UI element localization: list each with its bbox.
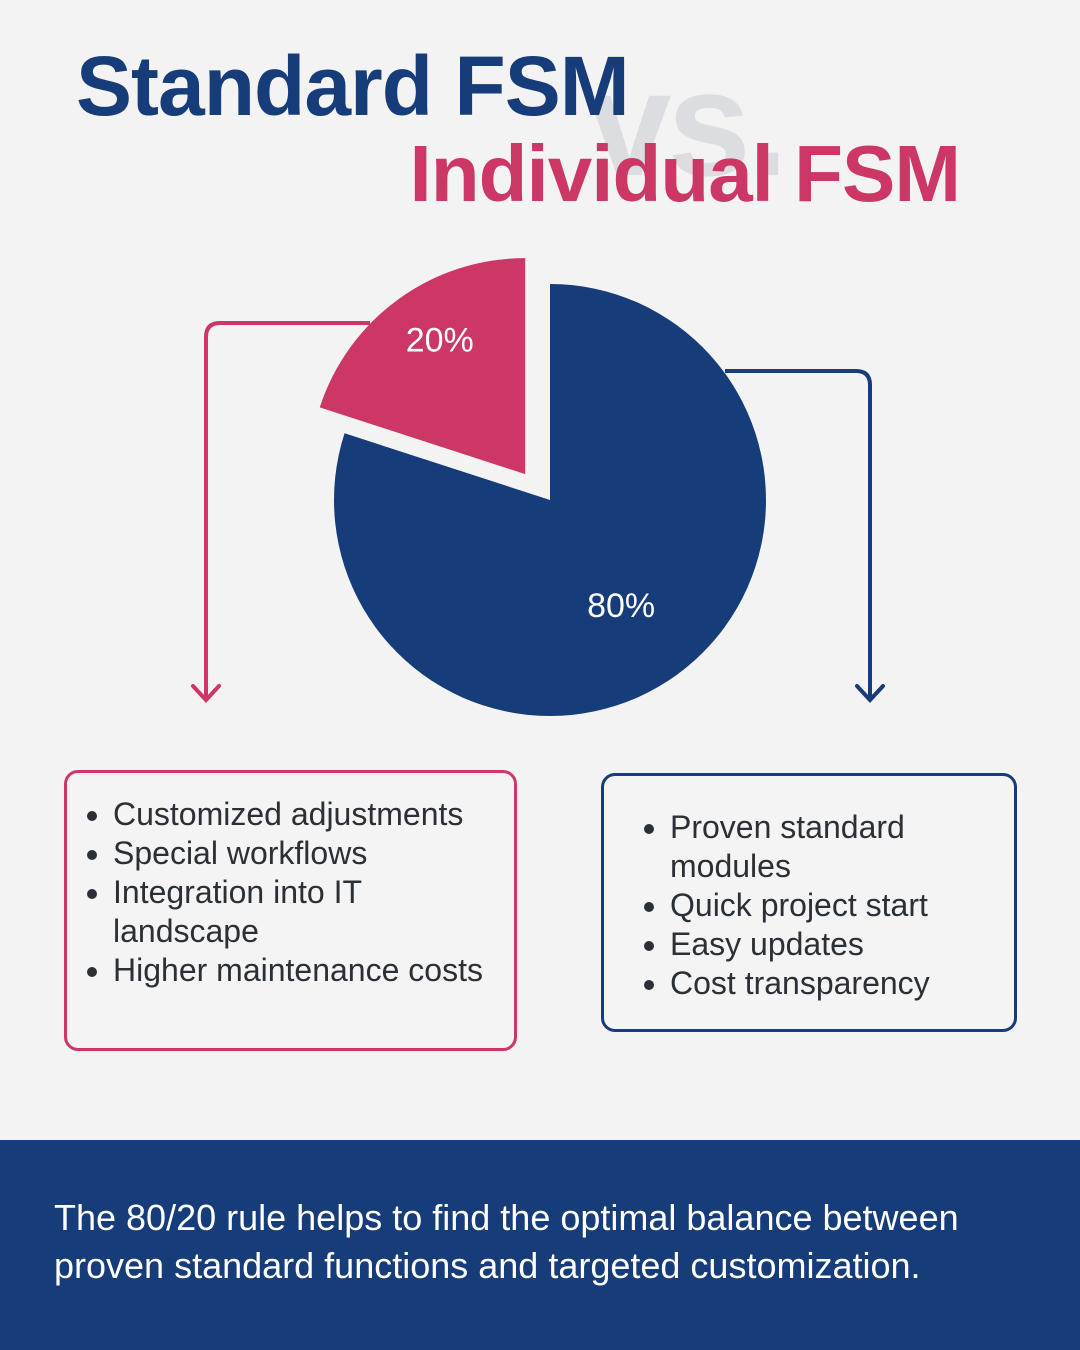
list-item: Cost transparency [670,964,1014,1003]
footer-text: The 80/20 rule helps to find the optimal… [54,1197,959,1286]
arrowhead-left-icon [191,684,221,703]
pie-slice-80 [334,284,766,716]
connector-arrow-right [725,369,872,698]
arrowhead-right-icon [855,684,885,703]
pie-label-20: 20% [406,321,474,359]
list-item: Integration into IT landscape [113,873,514,951]
list-item: Proven standard modules [670,808,1014,886]
list-item: Customized adjustments [113,795,514,834]
list-item: Higher maintenance costs [113,951,514,990]
pie-label-80: 80% [587,587,655,625]
list-item: Quick project start [670,886,1014,925]
list-item: Special workflows [113,834,514,873]
vs-watermark: vs. [588,39,789,207]
footer-banner: The 80/20 rule helps to find the optimal… [0,1140,1080,1350]
individual-features-box: Customized adjustments Special workflows… [64,770,517,1051]
pie-chart: 20% 80% [191,258,885,716]
pie-slice-20 [319,258,526,475]
connector-arrow-left [204,321,370,698]
title-individual-fsm: Individual FSM [409,129,961,218]
standard-features-box: Proven standard modules Quick project st… [601,773,1017,1032]
list-item: Easy updates [670,925,1014,964]
title-standard-fsm: Standard FSM [76,39,630,133]
